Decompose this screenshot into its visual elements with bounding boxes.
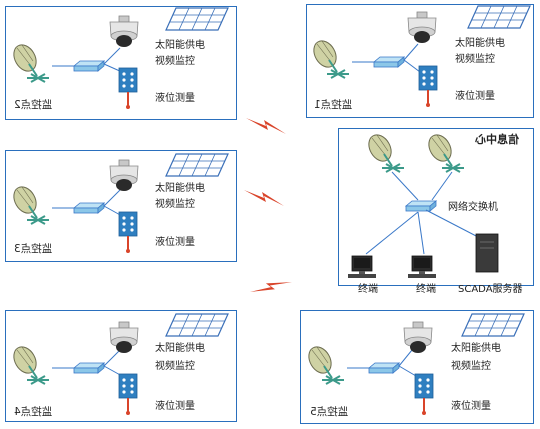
scada-server-label: SCADA服务器: [458, 284, 523, 295]
node-5-level-label: 液位测量: [451, 401, 491, 412]
node-1-solar-label: 太阳能供电: [455, 38, 505, 49]
terminal-1-label: 终端: [358, 284, 378, 295]
node-2-graphics: [8, 7, 229, 110]
node-2-label: 监控点2: [14, 99, 53, 111]
wireless-link-3-icon: [244, 190, 284, 206]
node-1-label: 监控点1: [314, 99, 353, 111]
node-4-solar-label: 太阳能供电: [155, 343, 205, 354]
node-5-graphics: [303, 313, 525, 416]
node-3-level-label: 液位测量: [155, 237, 195, 248]
info-center-title: 信息中心: [475, 133, 519, 146]
switch-label: 网络交换机: [448, 202, 498, 213]
terminal-2-label: 终端: [416, 284, 436, 295]
wireless-link-1-icon: [246, 118, 286, 134]
node-5-video-label: 视频监控: [451, 361, 491, 372]
wireless-link-4-icon: [250, 269, 292, 306]
node-3-label: 监控点3: [14, 243, 53, 255]
node-2-level-label: 液位测量: [155, 93, 195, 104]
node-5-solar-label: 太阳能供电: [451, 343, 501, 354]
node-4-level-label: 液位测量: [155, 401, 195, 412]
node-2-video-label: 视频监控: [155, 56, 195, 67]
node-3-graphics: [8, 153, 229, 254]
node-4-video-label: 视频监控: [155, 361, 195, 372]
node-5-label: 监控点5: [310, 406, 349, 418]
node-4-label: 监控点4: [14, 406, 53, 418]
node-1-graphics: [308, 5, 531, 108]
node-3-video-label: 视频监控: [155, 199, 195, 210]
info-center-graphics: [347, 129, 499, 279]
node-3-solar-label: 太阳能供电: [155, 183, 205, 194]
node-1-level-label: 液位测量: [455, 91, 495, 102]
node-4-graphics: [8, 313, 229, 416]
node-1-video-label: 视频监控: [455, 54, 495, 65]
node-2-solar-label: 太阳能供电: [155, 40, 205, 51]
